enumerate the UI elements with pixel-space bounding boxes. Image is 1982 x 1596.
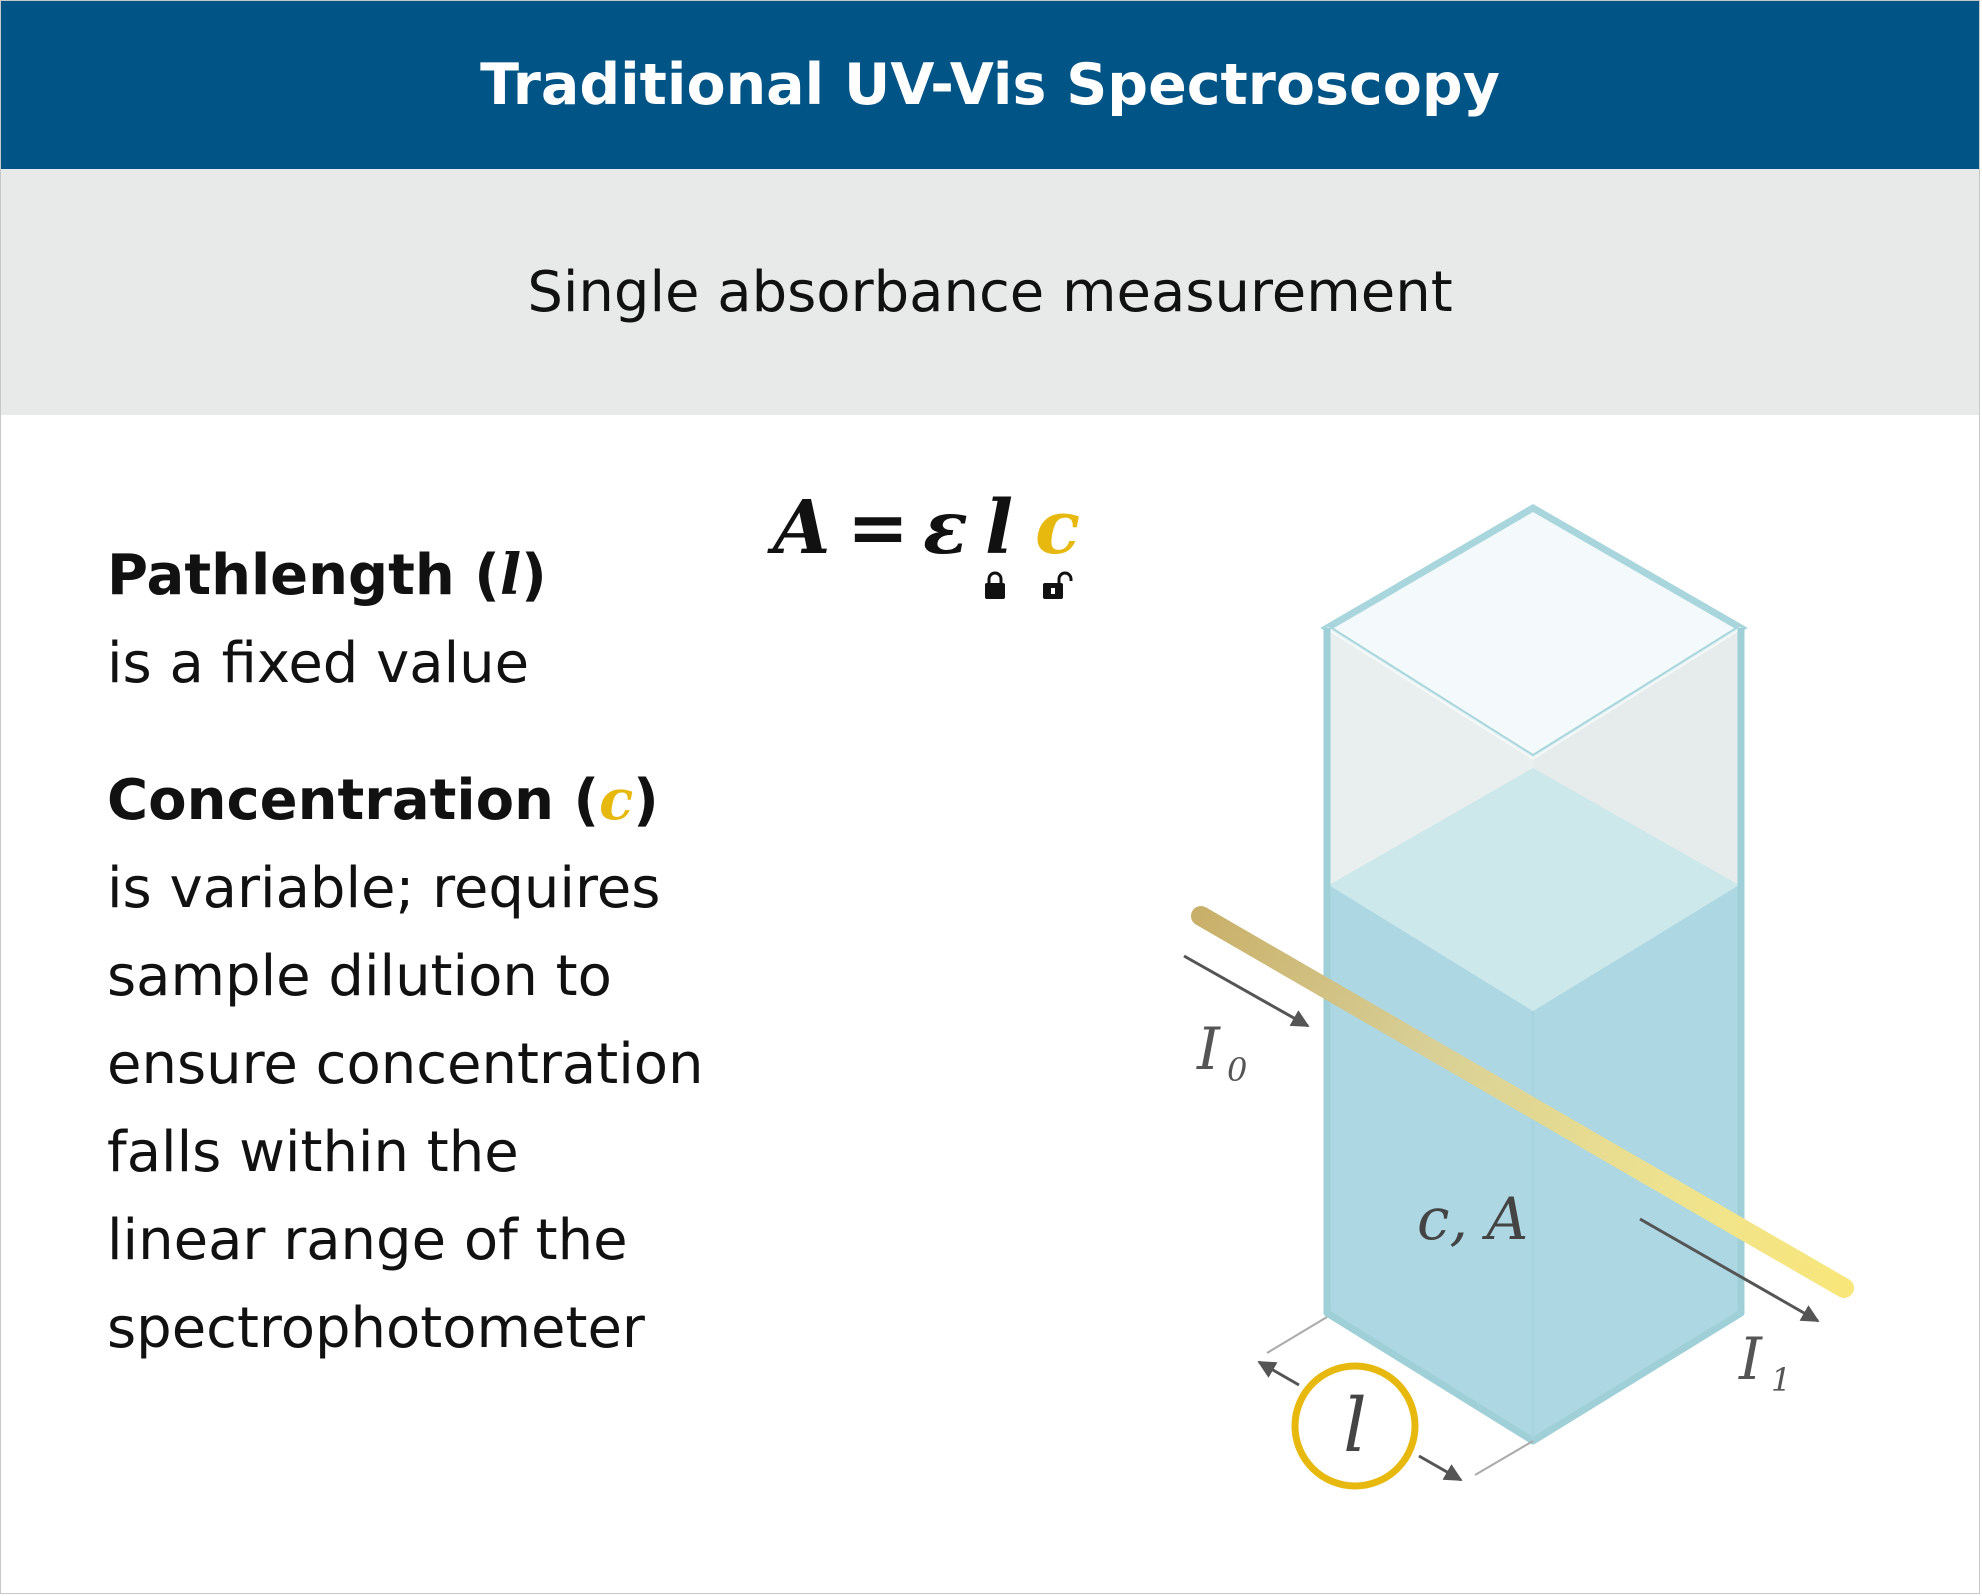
concentration-body-line: falls within the	[107, 1120, 519, 1185]
pathlength-arrow-right	[1418, 1454, 1463, 1482]
concentration-body-line: sample dilution to	[107, 944, 612, 1009]
equation-l: l	[985, 485, 1013, 571]
cuvette	[1320, 503, 1748, 1445]
pathlength-body: is a fixed value	[107, 631, 530, 696]
transmitted-intensity-label: I 1	[1738, 1325, 1791, 1399]
incident-light-arrow	[1183, 954, 1310, 1028]
pathlength-arrow-left	[1257, 1360, 1300, 1387]
concentration-body-line: is variable; requires	[107, 856, 661, 921]
incident-intensity-label: I 0	[1196, 1015, 1247, 1089]
page-title: Traditional UV-Vis Spectroscopy	[480, 52, 1500, 118]
equation-epsilon: ε	[923, 485, 968, 571]
liquid-surface	[1329, 768, 1739, 1011]
concentration-body-line: spectrophotometer	[107, 1296, 645, 1361]
svg-text:I: I	[1196, 1015, 1221, 1083]
equation-equals: =	[847, 485, 909, 571]
light-beam	[1191, 906, 1854, 1298]
pathlength-description: Pathlength (l) is a fixed value	[107, 531, 547, 708]
concentration-body-line: linear range of the	[107, 1208, 628, 1273]
title-banner: Traditional UV-Vis Spectroscopy	[1, 1, 1979, 169]
svg-text:1: 1	[1771, 1361, 1791, 1399]
pathlength-heading: Pathlength (l)	[107, 542, 547, 608]
pathlength-label: l	[1343, 1383, 1367, 1469]
concentration-body-line: ensure concentration	[107, 1032, 704, 1097]
pathlength-variable: l	[499, 542, 522, 608]
concentration-variable: c	[599, 767, 634, 833]
pathlength-dimension: l	[1257, 1316, 1534, 1490]
sample-label: c, A	[1417, 1185, 1528, 1253]
concentration-description: Concentration (c) is variable; requires …	[107, 756, 704, 1373]
subtitle-banner: Single absorbance measurement	[1, 169, 1979, 415]
unlock-icon	[1043, 571, 1073, 599]
lock-icon	[985, 571, 1005, 599]
transmitted-light-arrow	[1639, 1217, 1820, 1323]
page-subtitle: Single absorbance measurement	[527, 259, 1453, 325]
pathlength-highlight-circle	[1291, 1362, 1419, 1490]
equation-A: A	[767, 485, 830, 571]
cuvette-inner-edge	[1326, 626, 1742, 760]
dimension-extension-line	[1474, 1440, 1534, 1476]
equation-c: c	[1035, 485, 1080, 571]
dimension-extension-line	[1266, 1316, 1328, 1354]
svg-text:I: I	[1738, 1325, 1763, 1393]
svg-text:0: 0	[1227, 1051, 1247, 1089]
beer-lambert-equation: A = ε l c	[767, 485, 1080, 571]
concentration-heading: Concentration (c)	[107, 767, 659, 833]
